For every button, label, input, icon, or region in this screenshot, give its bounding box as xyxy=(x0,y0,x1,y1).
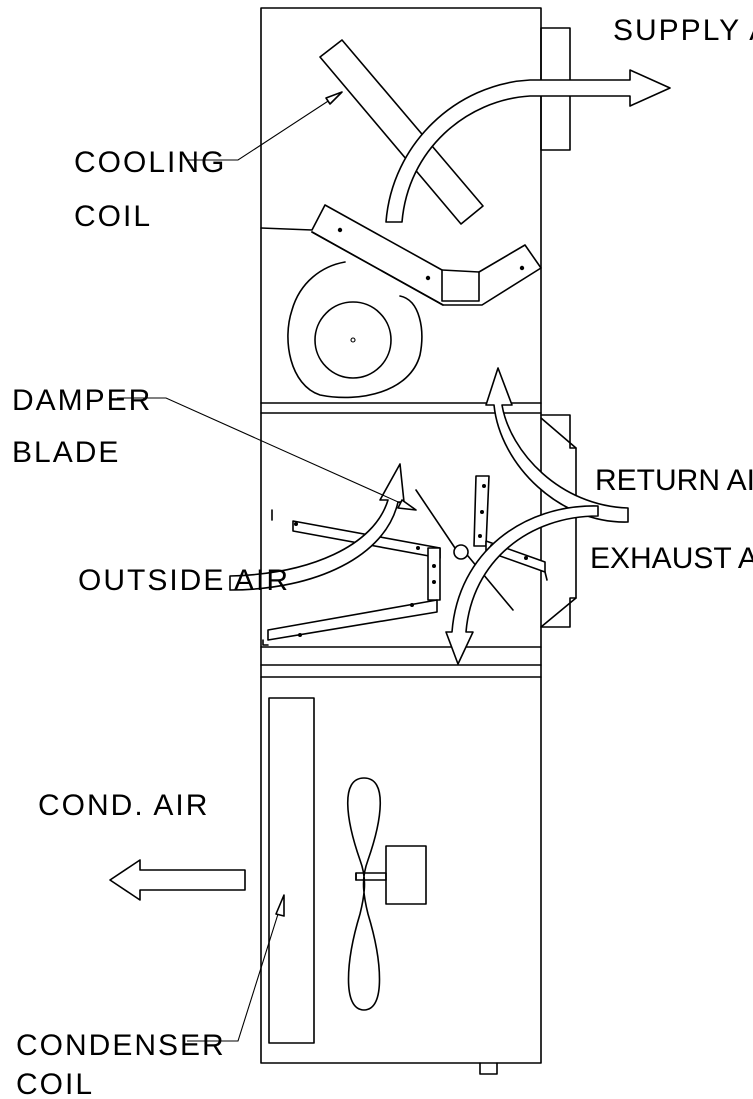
label-outside-air: OUTSIDE AIR xyxy=(78,564,290,597)
blower-wheel xyxy=(314,301,392,379)
blower-hub xyxy=(350,337,356,343)
damper-blade-lower-left xyxy=(267,599,438,641)
outside-air-arrow xyxy=(229,463,405,591)
label-cond-air: COND. AIR xyxy=(38,789,209,822)
label-condenser-coil-line1: CONDENSER xyxy=(16,1029,226,1062)
damper-pivot xyxy=(453,544,469,560)
label-supply-air: SUPPLY AIR xyxy=(613,14,753,47)
leader-lines xyxy=(117,91,417,1042)
label-condenser-coil-line2: COIL xyxy=(16,1068,94,1099)
label-return-air: RETURN AIR xyxy=(595,464,753,497)
label-cooling-coil-line1: COOLING xyxy=(74,146,226,179)
return-air-arrow xyxy=(485,367,629,523)
leader-cooling-coil xyxy=(187,91,343,161)
damper-blade-vertical xyxy=(427,547,441,601)
cond-air-arrow xyxy=(109,859,246,901)
leader-condenser-coil xyxy=(187,894,285,1042)
leader-damper-blade-head xyxy=(397,499,417,511)
supply-air-arrow xyxy=(385,69,671,223)
condenser-coil xyxy=(268,697,315,1044)
leader-condenser-coil-head xyxy=(275,894,285,917)
blower-plate xyxy=(260,204,542,306)
label-damper-blade-line2: BLADE xyxy=(12,436,120,469)
leader-damper-blade xyxy=(117,397,417,511)
label-damper-blade-line1: DAMPER xyxy=(12,384,152,417)
condenser-fan xyxy=(347,777,427,1011)
drain-tab xyxy=(479,1062,498,1075)
exhaust-air-arrow xyxy=(445,505,599,665)
blower-scroll xyxy=(287,261,423,399)
cabinet-outline xyxy=(260,7,542,1064)
fan-shaft xyxy=(355,872,387,881)
return-hood-bottom-slant xyxy=(540,597,577,628)
label-cooling-coil-line2: COIL xyxy=(74,200,152,233)
return-hood-outer xyxy=(540,414,577,628)
blower xyxy=(287,261,423,399)
return-hood-top-slant xyxy=(540,417,577,449)
leader-cooling-coil-head xyxy=(325,91,343,105)
fan-blade xyxy=(347,777,381,1011)
label-exhaust-air: EXHAUST AIR xyxy=(590,542,753,575)
fan-motor xyxy=(385,845,427,905)
